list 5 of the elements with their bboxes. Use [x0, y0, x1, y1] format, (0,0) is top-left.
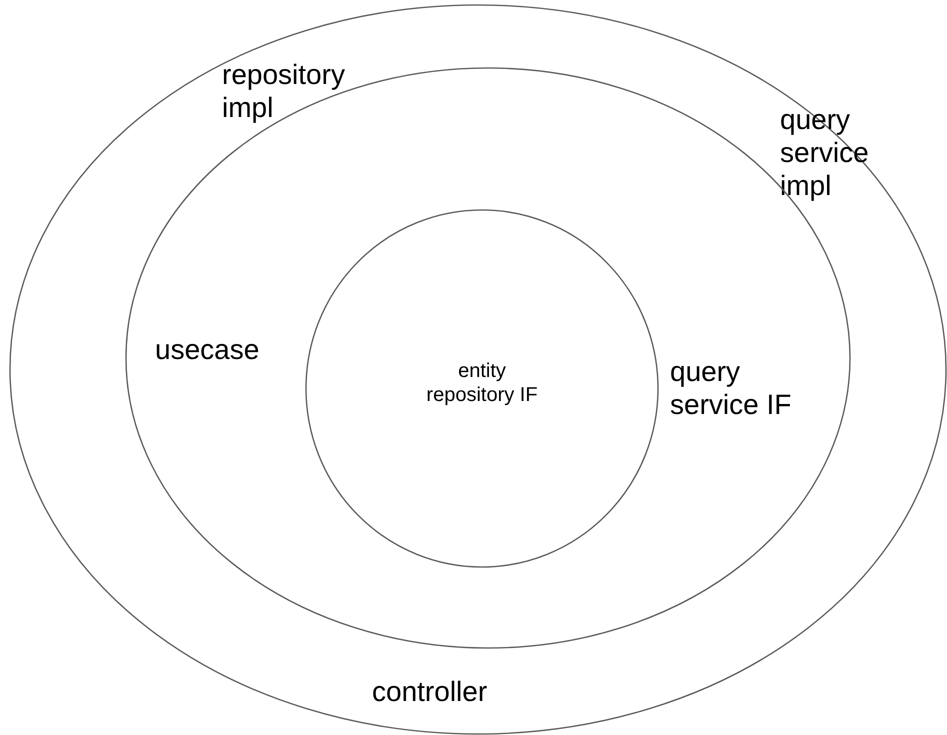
layer-label: repository impl [222, 58, 346, 124]
layer-label: usecase [155, 333, 260, 366]
layer-label: controller [372, 675, 488, 708]
layer-label: entity repository IF [425, 360, 539, 408]
layer-label: query service IF [670, 355, 792, 422]
